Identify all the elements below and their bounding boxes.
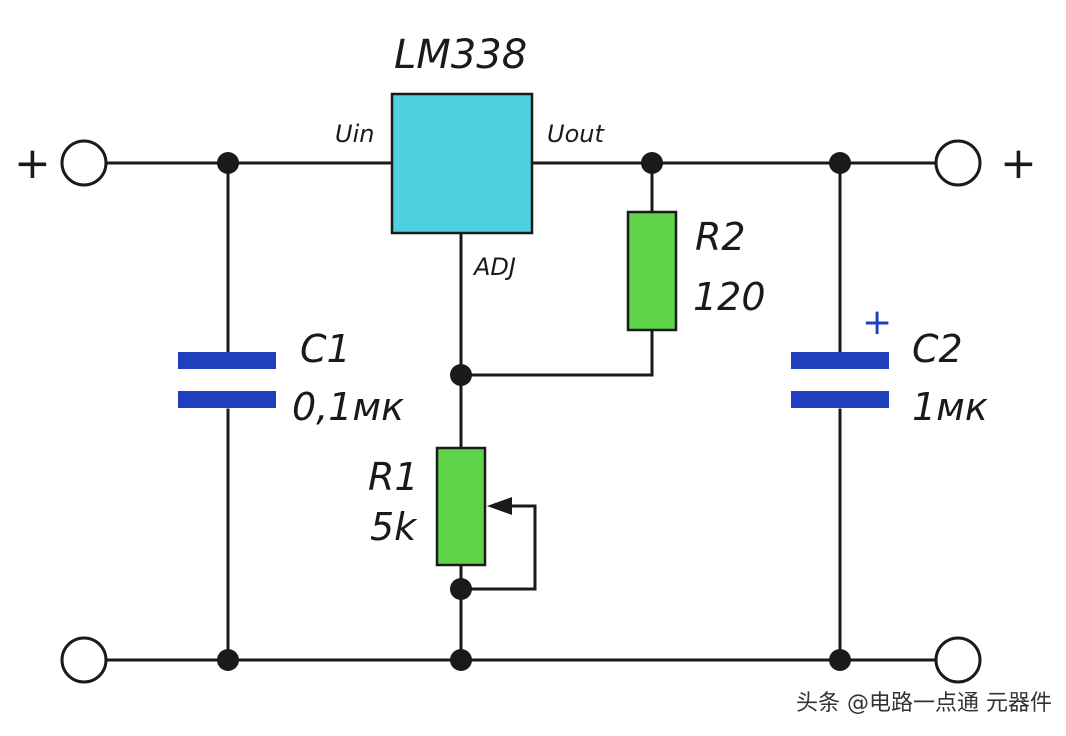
terminal-output-ground [934, 636, 982, 684]
terminal-output-plus-sign: + [1000, 138, 1037, 189]
watermark: 头条 @电路一点通 元器件 [796, 691, 1052, 716]
capacitor-c2-polarity: + [862, 302, 892, 343]
regulator-lm338 [390, 92, 534, 235]
node-c1-top [217, 152, 239, 174]
junction-nodes [217, 152, 851, 671]
node-r1-bottom [450, 649, 472, 671]
capacitor-c2-name: C2 [912, 327, 963, 371]
capacitor-c2-value: 1мк [912, 385, 988, 429]
regulator-name: LM338 [394, 32, 527, 78]
terminal-input-ground [60, 636, 108, 684]
node-adj [450, 364, 472, 386]
capacitor-c1-value: 0,1мк [292, 385, 404, 429]
regulator-pin-in: Uin [335, 120, 374, 148]
terminal-input-plus [60, 139, 108, 187]
terminal-output-plus [934, 139, 982, 187]
node-c2-top [829, 152, 851, 174]
capacitor-c1-plate-top [178, 352, 276, 369]
potentiometer-r1-name: R1 [368, 455, 419, 499]
wire-r1-wiper [459, 504, 537, 591]
resistor-r2 [626, 210, 678, 332]
resistor-r2-name: R2 [695, 215, 746, 259]
node-c1-bottom [217, 649, 239, 671]
regulator-pin-out: Uout [547, 120, 605, 148]
capacitor-c1-plate-bottom [178, 391, 276, 408]
node-c2-bottom [829, 649, 851, 671]
resistor-r2-value: 120 [693, 275, 766, 319]
potentiometer-r1 [435, 446, 487, 567]
node-r1-wiper [450, 578, 472, 600]
potentiometer-r1-value: 5k [370, 505, 418, 549]
regulator-pin-adj: ADJ [472, 253, 516, 281]
capacitor-c1-name: C1 [300, 327, 351, 371]
capacitor-c2-plate-top [791, 352, 889, 369]
capacitor-c2-plate-bottom [791, 391, 889, 408]
terminal-input-plus-sign: + [14, 138, 51, 189]
node-r2-top [641, 152, 663, 174]
potentiometer-r1-wiper-arrow [487, 497, 512, 515]
wires [101, 161, 940, 662]
